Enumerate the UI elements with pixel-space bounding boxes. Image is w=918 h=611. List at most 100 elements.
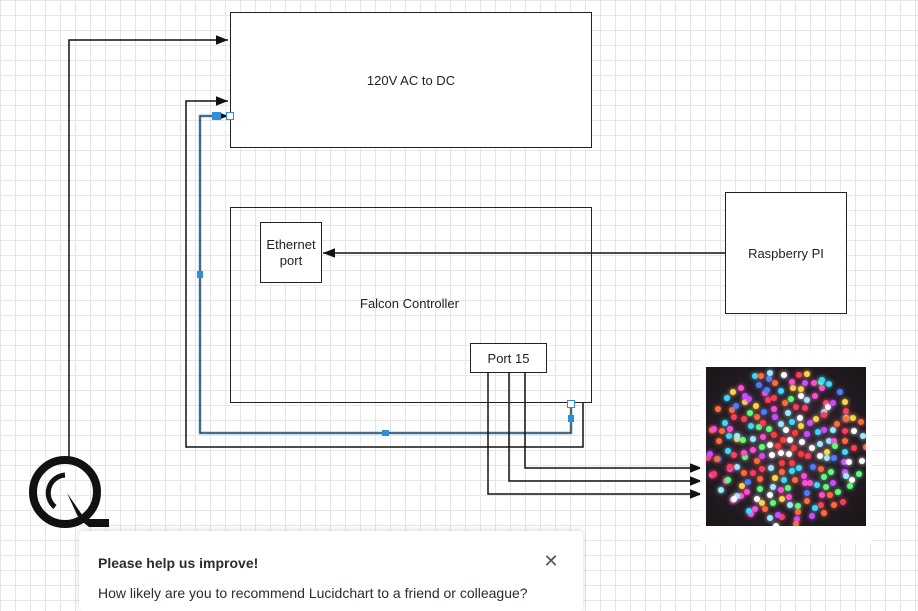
led-bulb: [819, 491, 826, 498]
led-bulb: [738, 493, 745, 500]
led-bulb: [785, 485, 792, 492]
led-bulb: [785, 410, 792, 417]
led-bulb: [767, 464, 774, 471]
led-bulb: [792, 403, 799, 410]
led-bulb: [803, 490, 810, 497]
led-bulb: [741, 398, 748, 405]
led-bulb: [751, 505, 758, 512]
led-bulb: [738, 482, 745, 489]
led-bulb: [722, 420, 729, 427]
led-bulb: [732, 402, 739, 409]
led-bulb: [766, 370, 773, 377]
led-bulb: [818, 465, 824, 472]
feedback-logo-icon[interactable]: [27, 455, 111, 535]
led-bulb: [751, 372, 758, 379]
led-bulb: [775, 442, 782, 449]
power-supply-box[interactable]: 120V AC to DC: [230, 12, 592, 148]
led-bulb: [858, 419, 865, 426]
survey-question: How likely are you to recommend Lucidcha…: [98, 585, 528, 601]
led-bulb: [742, 454, 749, 461]
close-icon[interactable]: ✕: [543, 551, 559, 571]
led-bulb: [781, 371, 788, 378]
led-bulb: [791, 444, 797, 451]
led-bulb: [796, 464, 803, 471]
led-bulb: [778, 450, 785, 457]
led-bulb: [758, 453, 765, 460]
led-bulb: [798, 439, 805, 446]
led-bulb: [813, 415, 820, 422]
led-bulb: [787, 501, 794, 508]
led-bulb: [779, 495, 786, 502]
led-bulb: [807, 479, 814, 486]
led-bulb: [748, 511, 755, 518]
led-bulb: [734, 433, 741, 440]
led-bulb: [758, 372, 765, 379]
led-bulb: [797, 386, 804, 392]
connector-handle-end[interactable]: [226, 112, 234, 120]
led-bulb: [795, 503, 802, 510]
connector-handle-start[interactable]: [567, 400, 575, 408]
led-bulb: [740, 415, 747, 422]
led-bulb: [805, 452, 812, 459]
led-bulb: [842, 427, 849, 434]
led-bulb: [836, 389, 843, 395]
raspberry-pi-box[interactable]: Raspberry PI: [725, 192, 847, 314]
led-bulb: [834, 421, 841, 428]
connector-midpoint-handle[interactable]: [568, 415, 574, 422]
led-bulb: [756, 476, 763, 483]
led-bulb: [771, 474, 778, 481]
led-bulb: [719, 428, 726, 435]
led-bulb: [840, 458, 847, 465]
led-bulb: [788, 468, 795, 475]
led-bulb: [831, 454, 838, 461]
led-bulb: [780, 476, 787, 483]
led-bulb: [780, 436, 787, 443]
led-bulb: [730, 389, 737, 396]
led-bulb: [760, 419, 767, 426]
led-bulb: [746, 396, 753, 403]
led-string-image[interactable]: [706, 367, 866, 526]
port-15-label: Port 15: [487, 350, 530, 366]
led-bulb: [724, 477, 731, 483]
led-bulb: [819, 376, 826, 383]
port-15-box[interactable]: Port 15: [470, 343, 547, 373]
led-bulb: [741, 392, 748, 399]
falcon-controller-label: Falcon Controller: [360, 296, 459, 311]
led-bulb: [817, 501, 824, 508]
led-bulb: [767, 515, 774, 522]
led-bulb: [840, 498, 847, 505]
led-bulb: [740, 470, 747, 477]
led-bulb: [761, 408, 768, 415]
led-bulb: [778, 469, 785, 476]
led-bulb: [794, 508, 801, 515]
ethernet-port-box[interactable]: Ethernet port: [260, 222, 322, 283]
led-bulb: [821, 510, 828, 517]
led-bulb: [823, 483, 830, 490]
led-bulb: [770, 483, 777, 490]
led-bulb: [725, 448, 732, 455]
connector-handle-start-arrow[interactable]: [212, 112, 221, 120]
led-bulb: [731, 495, 738, 502]
led-bulb: [749, 436, 756, 443]
led-bulb: [809, 512, 816, 519]
led-bulb: [778, 459, 785, 466]
led-line-2: [508, 373, 702, 486]
led-bulb: [723, 394, 730, 401]
led-bulb: [770, 500, 776, 507]
connector-midpoint-handle[interactable]: [197, 271, 203, 278]
led-bulb: [820, 426, 827, 433]
led-bulb: [830, 400, 837, 407]
led-bulb: [826, 381, 833, 388]
led-bulb: [710, 425, 717, 432]
led-bulb: [711, 470, 718, 477]
led-bulb: [846, 458, 853, 465]
led-bulb: [758, 499, 765, 506]
falcon-controller-box[interactable]: [230, 207, 592, 403]
led-bulb: [754, 414, 761, 421]
led-bulb: [750, 469, 757, 476]
led-bulb: [796, 414, 803, 421]
led-bulb: [808, 444, 815, 451]
connector-midpoint-handle[interactable]: [382, 430, 389, 436]
led-bulb: [849, 476, 856, 483]
led-bulb: [772, 413, 779, 420]
